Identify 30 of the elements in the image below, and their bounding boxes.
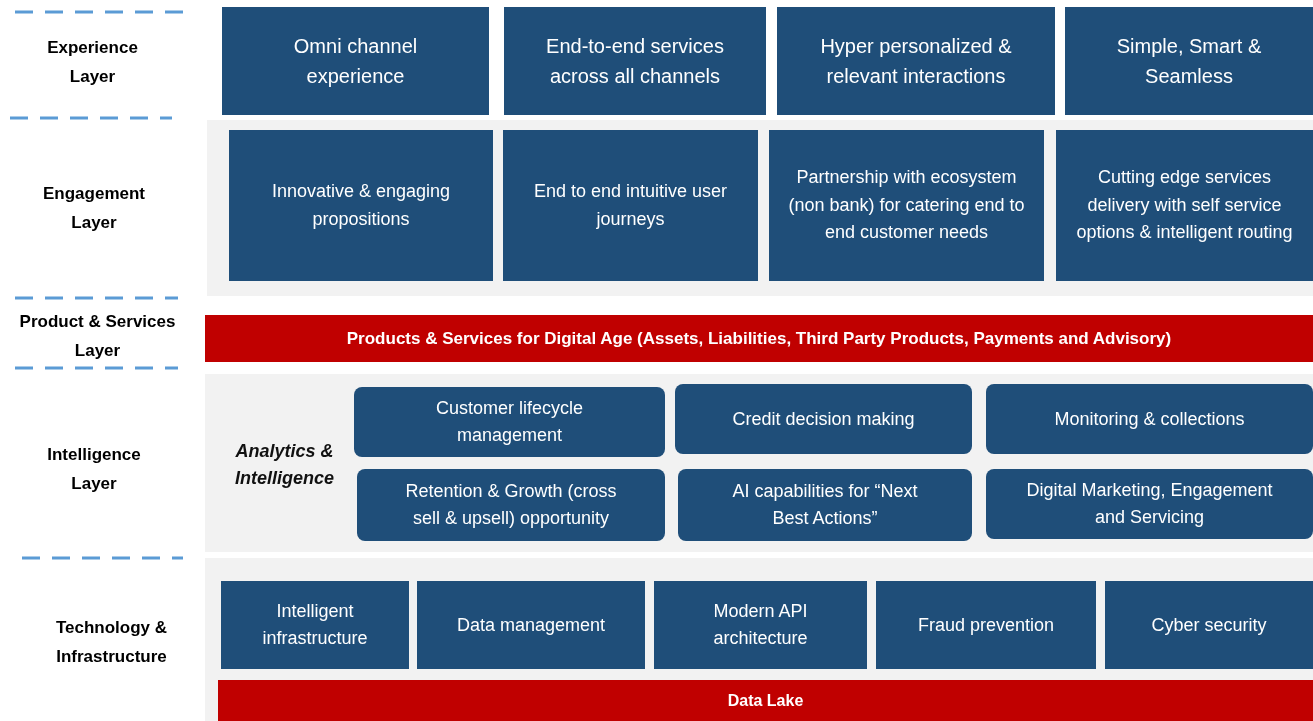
capability-box: Retention & Growth (cross sell & upsell) opportunity (357, 469, 665, 541)
layer-box: Modern API architecture (654, 581, 867, 669)
layer-box: End to end intuitive user journeys (503, 130, 758, 281)
layer-label: Technology & Infrastructure (54, 617, 169, 668)
group-title: Analytics & Intelligence (234, 440, 335, 490)
layer-box: Innovative & engaging propositions (229, 130, 493, 281)
capability-box: Monitoring & collections (986, 384, 1313, 454)
capability-box: Customer lifecycle management (354, 387, 665, 457)
layer-box: Hyper personalized & relevant interactions (777, 7, 1055, 115)
layer-box: Partnership with ecosystem (non bank) for catering end to end customer needs (769, 130, 1044, 281)
capability-box: AI capabilities for “Next Best Actions” (678, 469, 972, 541)
layer-band (205, 558, 1313, 721)
layer-box: Cyber security (1105, 581, 1313, 669)
layer-box: Simple, Smart & Seamless (1065, 7, 1313, 115)
layer-box: Intelligent infrastructure (221, 581, 409, 669)
layer-box: Cutting edge services delivery with self service options & intelligent routing (1056, 130, 1313, 281)
banner-bar: Data Lake (218, 680, 1313, 721)
layer-box: Fraud prevention (876, 581, 1096, 669)
layer-box: Omni channel experience (222, 7, 489, 115)
layer-label: Engagement Layer (42, 183, 146, 234)
layer-label: Product & Services Layer (18, 311, 177, 362)
layer-box: End-to-end services across all channels (504, 7, 766, 115)
capability-box: Credit decision making (675, 384, 972, 454)
capability-box: Digital Marketing, Engagement and Servicing (986, 469, 1313, 539)
layer-label: Experience Layer (46, 37, 139, 88)
layer-label: Intelligence Layer (46, 444, 142, 495)
layer-box: Data management (417, 581, 645, 669)
layer-band (205, 374, 1313, 552)
banner-bar: Products & Services for Digital Age (Assets, Liabilities, Third Party Products, Payments and Advisory) (205, 315, 1313, 362)
layer-band (207, 120, 1313, 296)
